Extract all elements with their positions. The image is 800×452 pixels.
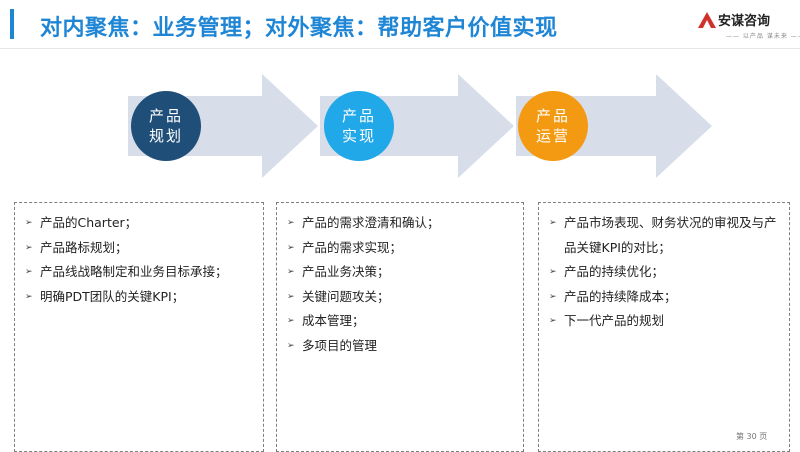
list-item: ➢产品的持续降成本； bbox=[547, 285, 783, 310]
bullet-icon: ➢ bbox=[25, 218, 33, 228]
list-item: ➢产品市场表现、财务状况的审视及与产品关键KPI的对比； bbox=[547, 211, 783, 260]
list-item: ➢产品的需求澄清和确认； bbox=[285, 211, 517, 236]
bullet-icon: ➢ bbox=[549, 316, 557, 326]
list-item: ➢产品业务决策； bbox=[285, 260, 517, 285]
stage-label-line1: 产品 bbox=[535, 107, 570, 125]
operation-item-list: ➢产品市场表现、财务状况的审视及与产品关键KPI的对比； ➢产品的持续优化； ➢… bbox=[547, 211, 783, 334]
stage-circle-implementation: 产品 实现 bbox=[324, 91, 394, 161]
operation-detail-box: ➢产品市场表现、财务状况的审视及与产品关键KPI的对比； ➢产品的持续优化； ➢… bbox=[538, 202, 790, 452]
page-title: 对内聚焦：业务管理；对外聚焦：帮助客户价值实现 bbox=[40, 16, 558, 41]
bullet-icon: ➢ bbox=[287, 291, 295, 302]
list-item: ➢成本管理； bbox=[285, 309, 517, 334]
bullet-icon: ➢ bbox=[287, 340, 295, 351]
stage-label-line2: 规划 bbox=[148, 127, 183, 145]
planning-item-list: ➢产品的Charter； ➢产品路标规划； ➢产品线战略制定和业务目标承接； ➢… bbox=[23, 211, 257, 309]
page-number: 第 30 页 bbox=[736, 432, 768, 441]
bullet-icon: ➢ bbox=[287, 316, 295, 326]
list-item: ➢产品线战略制定和业务目标承接； bbox=[23, 260, 257, 285]
bullet-icon: ➢ bbox=[549, 267, 557, 277]
stage-circle-operation: 产品 运营 bbox=[518, 91, 588, 161]
list-item: ➢明确PDT团队的关键KPI； bbox=[23, 285, 257, 310]
list-item: ➢产品的需求实现； bbox=[285, 236, 517, 261]
stage-label-line1: 产品 bbox=[341, 107, 376, 125]
logo-triangle-icon bbox=[698, 12, 716, 28]
stage-arrow-operation: 产品 运营 bbox=[516, 74, 712, 178]
bullet-icon: ➢ bbox=[25, 242, 33, 253]
bullet-icon: ➢ bbox=[287, 242, 295, 253]
bullet-icon: ➢ bbox=[25, 267, 33, 277]
bullet-icon: ➢ bbox=[549, 218, 557, 228]
bullet-icon: ➢ bbox=[287, 218, 295, 228]
header-divider bbox=[0, 48, 800, 49]
list-item: ➢多项目的管理 bbox=[285, 334, 517, 359]
list-item: ➢下一代产品的规划 bbox=[547, 309, 783, 334]
list-item: ➢产品的持续优化； bbox=[547, 260, 783, 285]
stage-arrow-implementation: 产品 实现 bbox=[320, 74, 514, 178]
list-item: ➢产品路标规划； bbox=[23, 236, 257, 261]
stage-label-line2: 运营 bbox=[535, 127, 570, 145]
stage-circle-planning: 产品 规划 bbox=[131, 91, 201, 161]
list-item: ➢关键问题攻关； bbox=[285, 285, 517, 310]
stage-label-line2: 实现 bbox=[341, 127, 376, 145]
planning-detail-box: ➢产品的Charter； ➢产品路标规划； ➢产品线战略制定和业务目标承接； ➢… bbox=[14, 202, 264, 452]
company-logo: 安谋咨询 —— 以产品 谋未来 —— bbox=[698, 10, 800, 44]
logo-name: 安谋咨询 bbox=[718, 14, 771, 29]
logo-slogan: —— 以产品 谋未来 —— bbox=[726, 33, 800, 40]
bullet-icon: ➢ bbox=[287, 267, 295, 277]
title-accent-bar bbox=[10, 9, 14, 39]
list-item: ➢产品的Charter； bbox=[23, 211, 257, 236]
implementation-item-list: ➢产品的需求澄清和确认； ➢产品的需求实现； ➢产品业务决策； ➢关键问题攻关；… bbox=[285, 211, 517, 358]
implementation-detail-box: ➢产品的需求澄清和确认； ➢产品的需求实现； ➢产品业务决策； ➢关键问题攻关；… bbox=[276, 202, 524, 452]
bullet-icon: ➢ bbox=[549, 291, 557, 302]
stage-label-line1: 产品 bbox=[148, 107, 183, 125]
stage-arrow-planning: 产品 规划 bbox=[128, 74, 318, 178]
bullet-icon: ➢ bbox=[25, 291, 33, 302]
